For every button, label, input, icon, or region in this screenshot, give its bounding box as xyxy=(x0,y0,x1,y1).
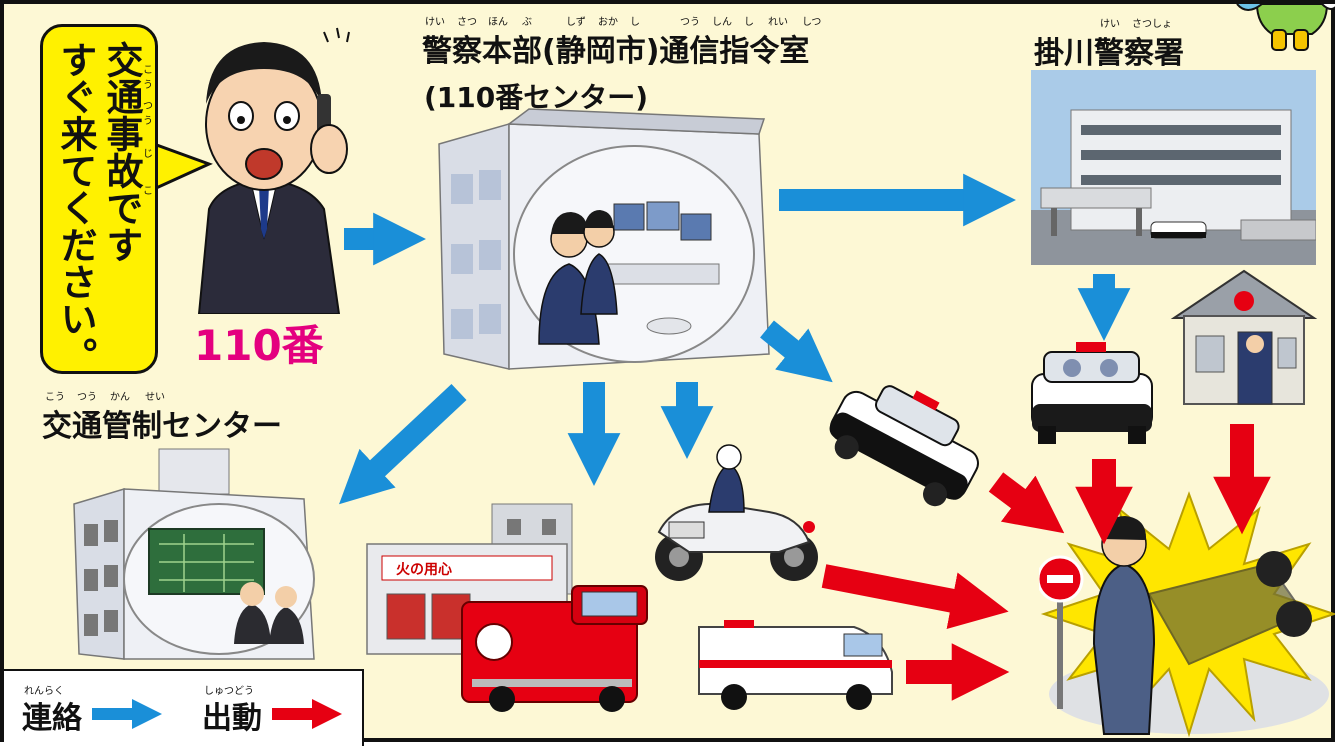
police-hq-building-illustration xyxy=(438,108,770,370)
hq-ruby-4: ぶ xyxy=(522,17,532,28)
station-title: 掛川警察署 xyxy=(1034,36,1184,71)
hq-ruby-11: れい xyxy=(768,17,788,28)
hq-ruby-12: しつ xyxy=(802,17,822,28)
fire-station-and-engine-illustration xyxy=(366,503,648,712)
hq-ruby-9: しん xyxy=(712,17,732,28)
bubble-ruby-3: じ xyxy=(143,149,153,160)
legend-dispatch-label: 出動 xyxy=(202,701,262,736)
bubble-ruby-1: こう xyxy=(143,65,153,91)
hq-ruby-6: おか xyxy=(598,17,618,28)
bubble-ruby-4: こ xyxy=(143,186,153,197)
patrol-car-illustration xyxy=(1031,342,1153,444)
legend-dispatch-ruby: しゅつどう xyxy=(204,686,254,697)
arrow-motorcycle-dispatch xyxy=(821,564,1009,630)
mascot-character-illustration xyxy=(1236,4,1335,51)
traffic-ruby-1: こう xyxy=(45,392,65,403)
legend-box: れんらく 連絡 しゅつどう 出動 xyxy=(4,669,364,746)
arrow-hq-to-traffic-center xyxy=(339,383,467,505)
bubble-line-2: すぐ来てください。 xyxy=(54,41,97,374)
police-box-koban-illustration xyxy=(1170,269,1318,405)
hq-subtitle: (110番センター) xyxy=(424,81,649,114)
arrow-hq-to-police-car xyxy=(760,320,833,383)
station-ruby-1: けい xyxy=(1100,19,1120,30)
hq-ruby-2: さつ xyxy=(457,17,477,28)
traffic-ruby-4: せい xyxy=(145,392,165,403)
caller-person-illustration xyxy=(197,27,350,314)
speech-bubble: 交通事故です すぐ来てください。 こう つう じ こ xyxy=(40,24,158,374)
hq-title: 警察本部(静岡市)通信指令室 xyxy=(422,34,810,69)
hq-ruby-10: し xyxy=(744,17,754,28)
traffic-ruby-2: つう xyxy=(77,392,97,403)
bubble-line-1: 交通事故です xyxy=(100,41,143,263)
hq-ruby-1: けい xyxy=(425,17,445,28)
police-motorcycle-illustration xyxy=(655,444,818,581)
station-ruby-2: さつしょ xyxy=(1132,19,1172,30)
traffic-accident-scene-illustration xyxy=(1039,491,1335,738)
traffic-center-title: 交通管制センター xyxy=(42,409,282,444)
legend-contact-ruby: れんらく xyxy=(24,686,64,697)
arrow-police-car-dispatch xyxy=(988,472,1065,534)
fire-station-sign: 火の用心 xyxy=(396,562,452,578)
hq-ruby-7: し xyxy=(630,17,640,28)
emergency-number-110: 110番 xyxy=(194,321,324,370)
police-car-illustration xyxy=(829,385,979,507)
ambulance-illustration xyxy=(698,620,893,710)
hq-ruby-5: しず xyxy=(566,17,586,28)
legend-contact-label: 連絡 xyxy=(22,701,82,736)
legend-dispatch-arrow-icon xyxy=(272,699,342,729)
flow-arrows-layer xyxy=(339,173,1271,701)
hq-ruby-3: ほん xyxy=(488,17,508,28)
legend-contact-arrow-icon xyxy=(92,699,162,729)
traffic-control-center-illustration xyxy=(73,448,315,660)
bubble-ruby-2: つう xyxy=(143,101,153,127)
hq-ruby-8: つう xyxy=(680,17,700,28)
kakegawa-police-station-photo xyxy=(1031,70,1316,265)
traffic-ruby-3: かん xyxy=(110,392,130,403)
